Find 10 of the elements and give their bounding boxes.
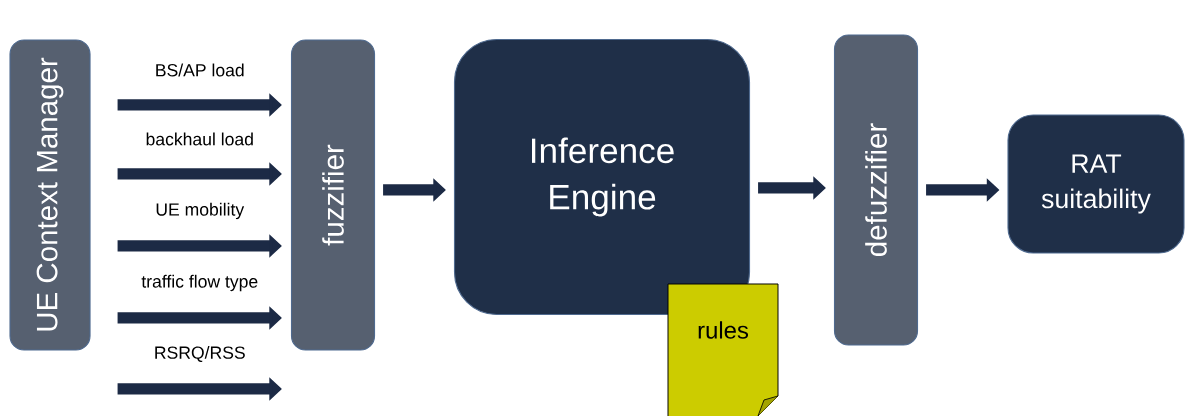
edge-label: BS/AP load [156,63,244,77]
edge-label: backhaul load [146,132,253,146]
process-box: Inference Engine [453,38,751,316]
edge-label: RSRQ/RSS [155,345,245,363]
edge-label: UE mobility [156,202,245,220]
vertical-box: defuzzifier [833,34,919,346]
edge-label: traffic flow type [141,274,258,292]
vertical-box: UE Context Manager [9,39,91,351]
process-box: RAT suitability [1007,114,1185,254]
vertical-box: fuzzifier [290,39,376,351]
